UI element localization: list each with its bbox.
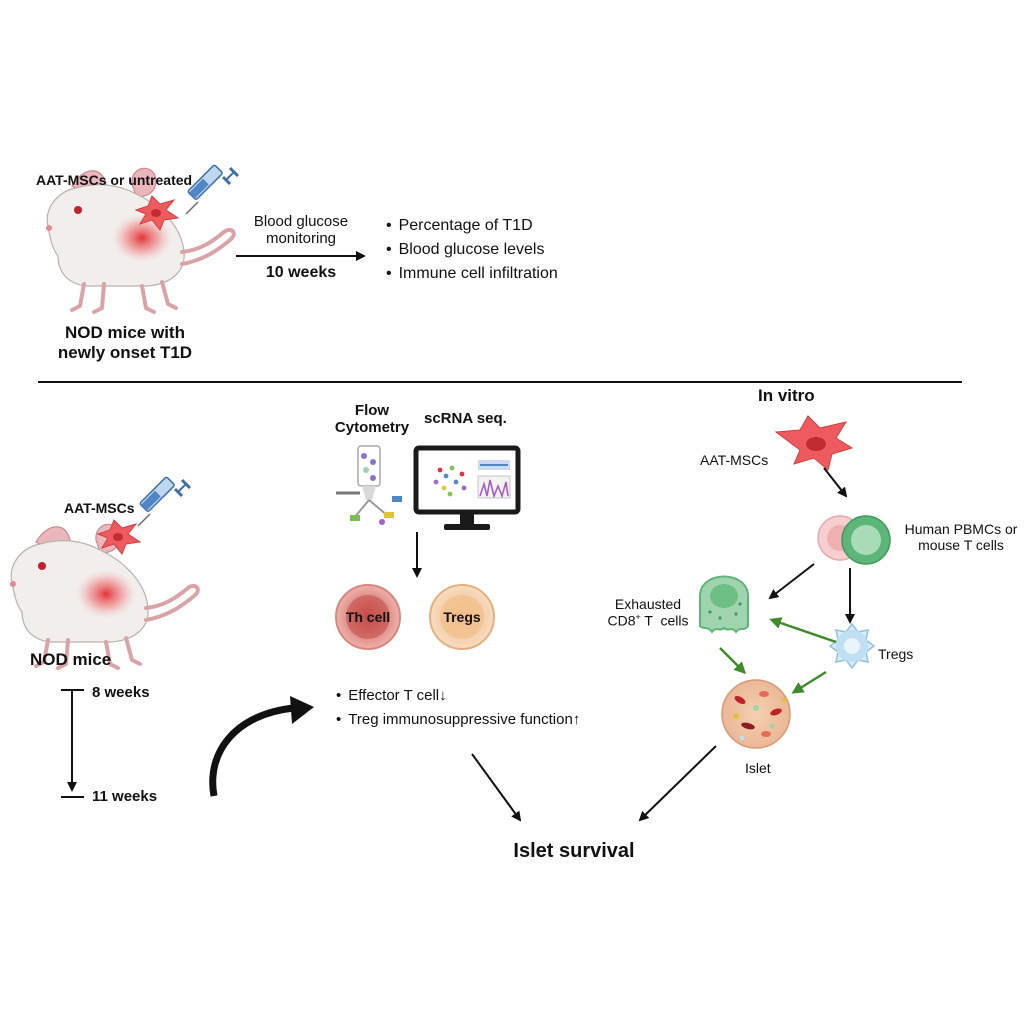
msc-label: AAT-MSCs (700, 452, 769, 468)
in-vitro-title: In vitro (758, 386, 815, 405)
syringe-icon (136, 475, 192, 528)
scrna-label: scRNA seq. (424, 410, 507, 427)
islet-icon (721, 679, 791, 749)
exhausted-line2: CD8+ T cells (607, 612, 689, 629)
monitoring-line2: monitoring (265, 230, 337, 248)
result-item: Effector T cell↓ (336, 684, 580, 708)
timeline-start-label: 8 weeks (92, 684, 150, 701)
msc-cell-icon (774, 415, 854, 471)
tregs-suppress-arrow (769, 617, 837, 644)
duration-label: 10 weeks (265, 264, 337, 281)
treatment-label: AAT-MSCs or untreated (36, 172, 193, 188)
tregs-to-islet-arrow (791, 670, 827, 694)
exhausted-cd8-cell-icon (699, 575, 749, 634)
mouse-label: NOD mice (30, 650, 112, 669)
treatment-label: AAT-MSCs (64, 500, 135, 516)
th-cell-icon (335, 584, 401, 650)
mouse-label: NOD mice with newly onset T1D (40, 323, 210, 362)
th-cell-label: Th cell (345, 609, 391, 625)
islet-label: Islet (745, 760, 771, 776)
flow-line2: Cytometry (334, 419, 410, 437)
pbmc-label: Human PBMCs or mouse T cells (896, 521, 1024, 553)
timeline-end-label: 11 weeks (92, 788, 158, 805)
result-list: Effector T cell↓ Treg immunosuppressive … (336, 684, 580, 732)
syringe-icon (184, 163, 240, 216)
flow-cytometry-label: Flow Cytometry (332, 402, 412, 437)
outcome-list: Percentage of T1D Blood glucose levels I… (386, 214, 558, 286)
exhausted-line1: Exhausted (614, 596, 682, 612)
outcome-item: Blood glucose levels (386, 238, 558, 262)
outcome-item: Immune cell infiltration (386, 262, 558, 286)
mouse-label-line2: newly onset T1D (57, 342, 193, 362)
flow-line1: Flow (354, 402, 390, 419)
result-arrow (471, 753, 522, 822)
monitor-icon (413, 445, 521, 530)
mouse-label-line1: NOD mice with (65, 323, 185, 342)
pbmc-cells-icon (817, 515, 891, 565)
tregs-label: Tregs (878, 646, 914, 662)
pbmc-line2: mouse T cells (918, 537, 1004, 554)
exhausted-label: Exhausted CD8+ T cells (598, 596, 698, 629)
outcome-item: Percentage of T1D (386, 214, 558, 238)
exhausted-to-islet-arrow (719, 647, 747, 675)
to-exhausted-arrow (768, 563, 815, 600)
pbmc-line1: Human PBMCs or (904, 521, 1018, 537)
monitoring-line1: Blood glucose (253, 213, 349, 230)
timeline (61, 689, 84, 798)
monitoring-label: Blood glucose monitoring (236, 213, 366, 248)
result-item: Treg immunosuppressive function↑ (336, 708, 580, 732)
flow-cytometer-icon (336, 445, 402, 525)
tregs-cell-icon (429, 584, 495, 650)
msc-to-tcells-arrow (823, 467, 848, 498)
islet-to-survival-arrow (638, 745, 717, 822)
conclusion-label: Islet survival (513, 840, 635, 862)
tregs-label: Tregs (443, 609, 481, 625)
curved-arrow (209, 704, 295, 797)
tregs-cell-icon (828, 622, 876, 670)
curved-arrow-head (290, 696, 314, 724)
